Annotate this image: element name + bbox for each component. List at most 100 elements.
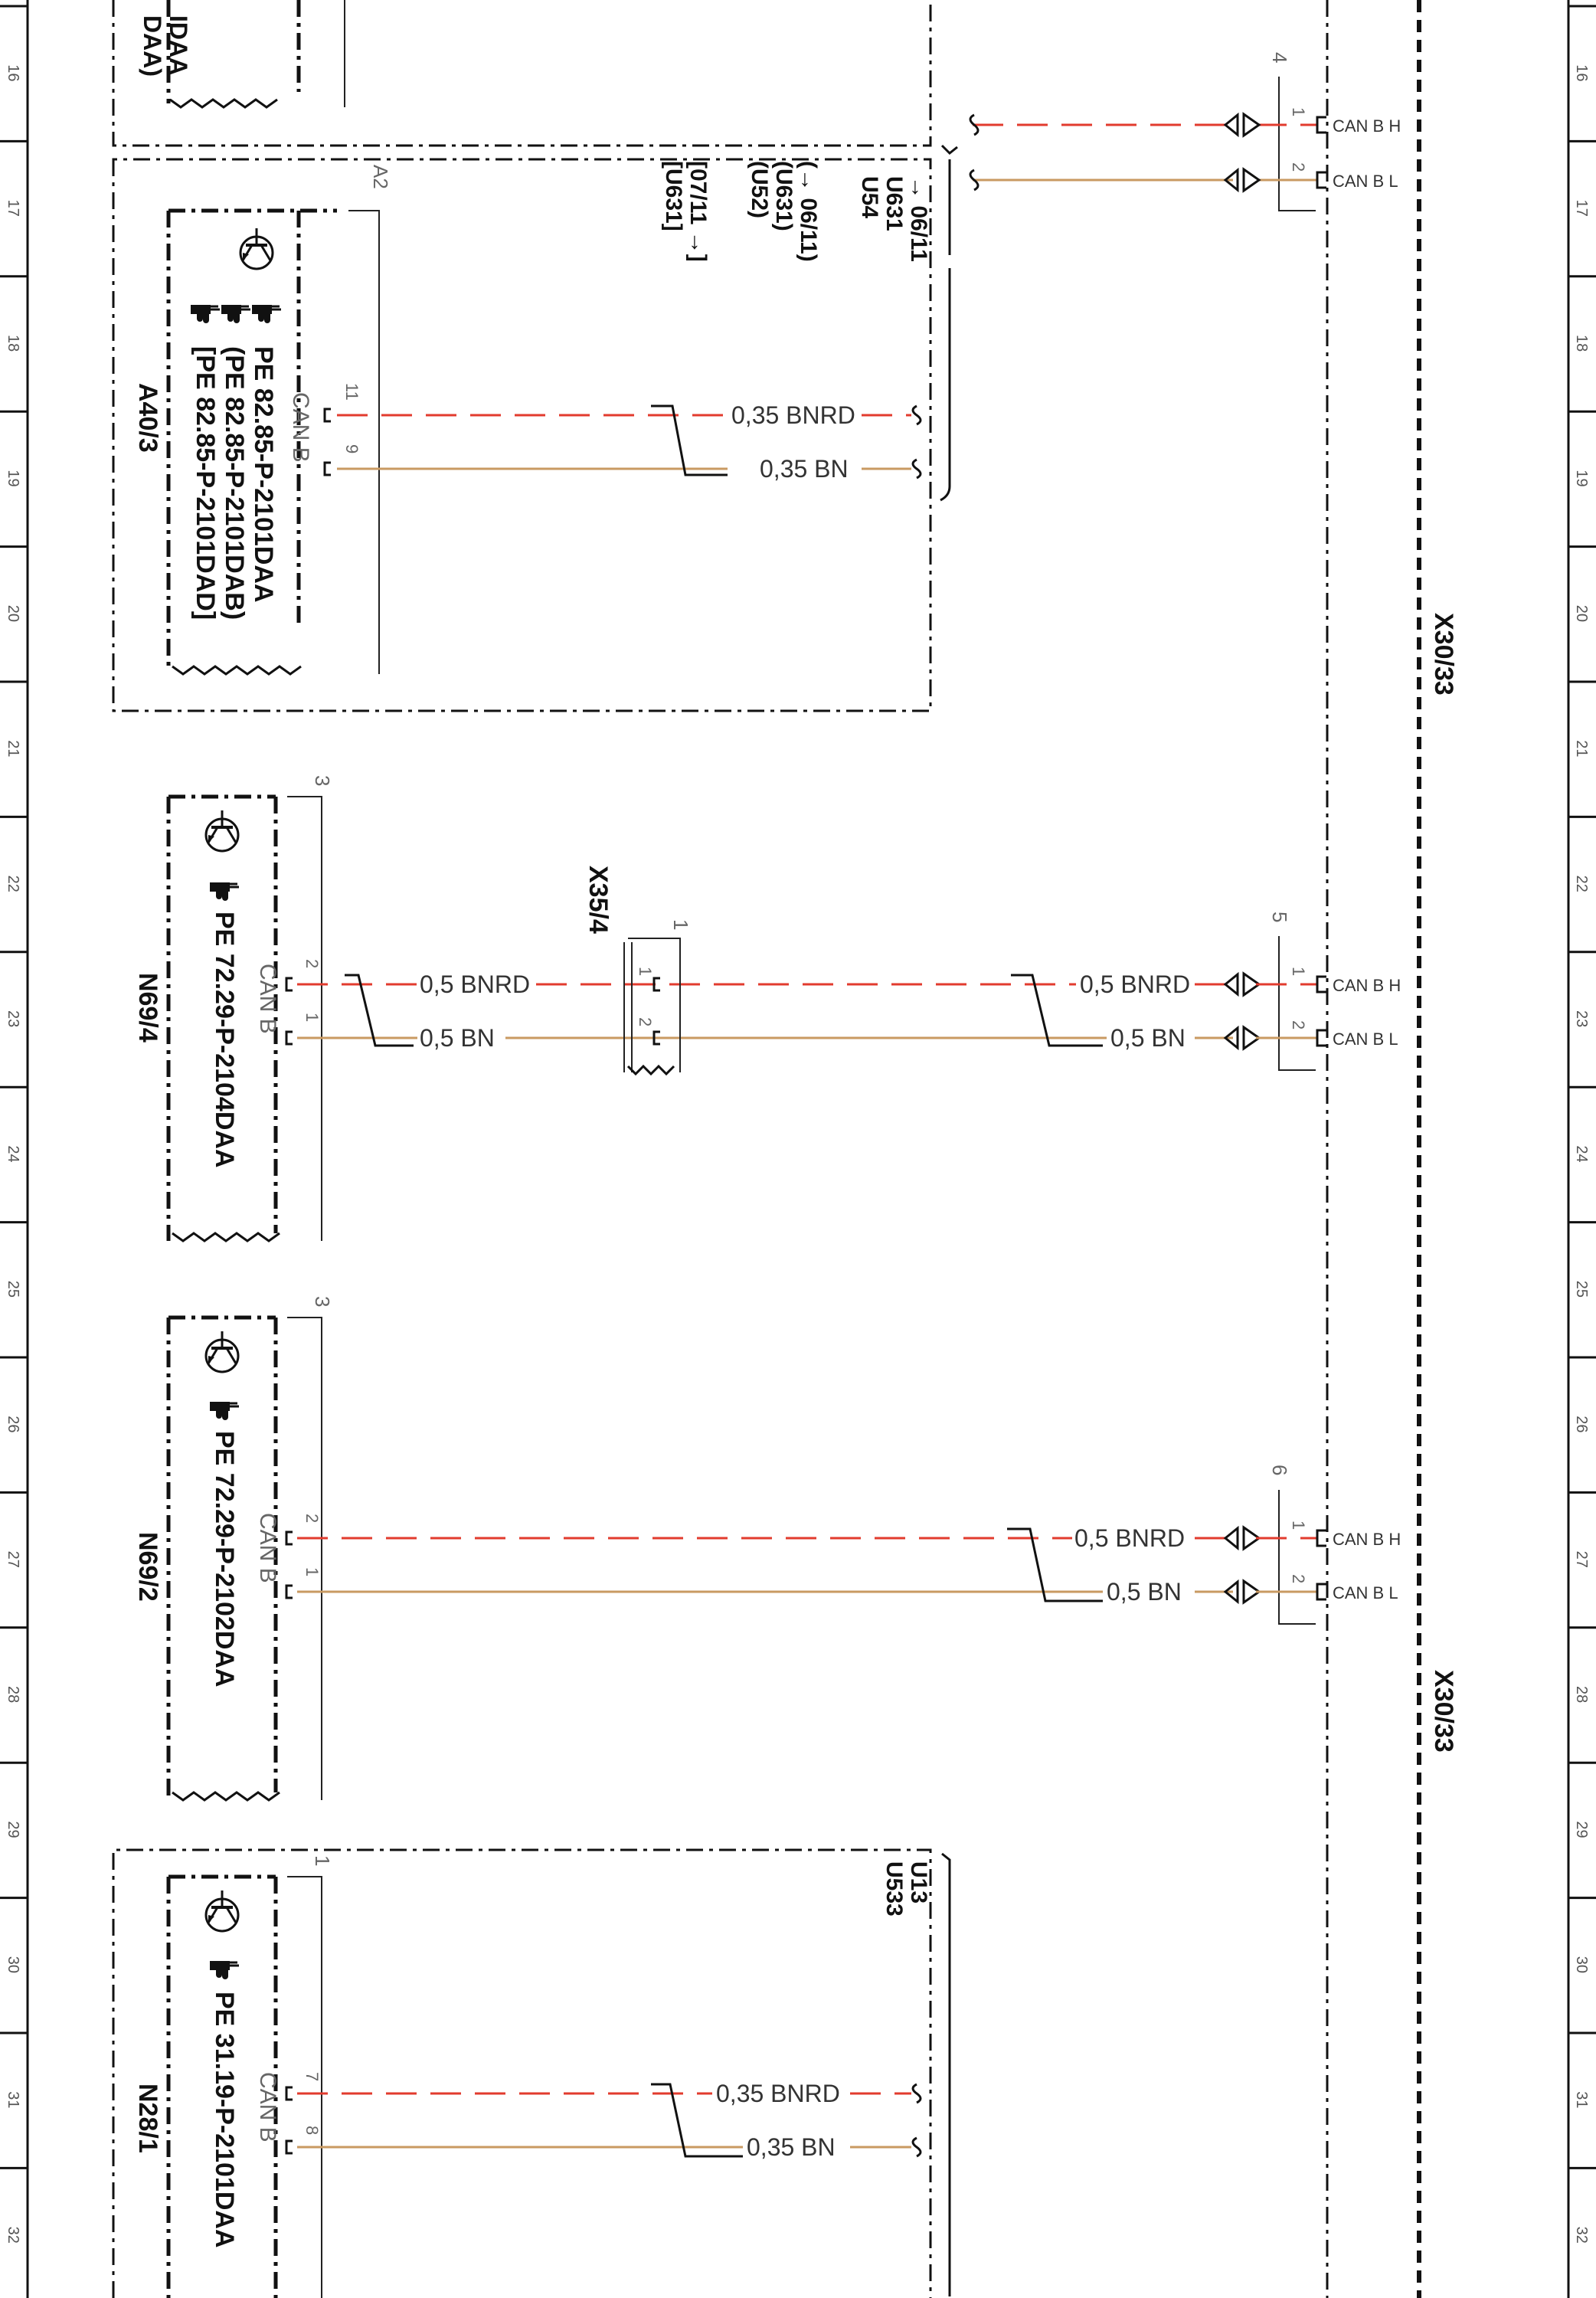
bus-label: CAN B <box>255 2072 280 2143</box>
pin-number: 1 <box>1289 1521 1308 1530</box>
wire-label: 0,5 BNRD <box>420 971 530 998</box>
transistor-icon <box>239 227 274 270</box>
ruler-label: 18 <box>5 335 21 352</box>
n28-outer-box <box>112 1848 932 2298</box>
ruler-label: 32 <box>5 2227 21 2244</box>
pin-label: CAN B L <box>1333 1030 1398 1049</box>
top-partial-component: IDAA DAA) <box>112 0 932 147</box>
a40-ref-2: (PE 82.85-P-2101DAB) <box>220 346 249 620</box>
ruler-label: 25 <box>5 1281 21 1298</box>
ruler-label: 19 <box>1573 470 1590 486</box>
hand-pointer-icon <box>220 303 252 325</box>
wire-label: 0,35 BNRD <box>716 2080 840 2107</box>
group-number: 6 <box>1268 1465 1291 1475</box>
module-tag: 3 <box>311 775 334 786</box>
wire-label: 0,5 BN <box>1110 1024 1186 1052</box>
xref-label: → 06/11 <box>906 176 931 262</box>
ruler-label: 16 <box>1573 64 1590 81</box>
connector-group-4: 4 1 2 CAN B H CAN B L <box>969 52 1401 211</box>
ruler-label: 24 <box>5 1145 21 1162</box>
pin-number: 1 <box>303 1013 322 1022</box>
ruler-label: 28 <box>1573 1686 1590 1703</box>
pin-number: 8 <box>303 2126 322 2135</box>
ruler-label: 17 <box>5 200 21 217</box>
ruler-label: 26 <box>5 1416 21 1432</box>
pin-number: 2 <box>303 1514 322 1523</box>
top-partial-line2: DAA) <box>139 15 166 77</box>
group-number: 4 <box>1268 52 1291 63</box>
pin-number: 2 <box>636 1017 655 1026</box>
ruler-label: 20 <box>5 605 21 622</box>
connector-arrow-icon <box>1224 972 1261 997</box>
ruler-label: 31 <box>5 2091 21 2108</box>
module-tag: 1 <box>311 1855 334 1866</box>
component-name: N28/1 <box>133 2084 162 2153</box>
ruler-label: 30 <box>5 1956 21 1973</box>
connector-arrow-icon <box>1224 113 1261 137</box>
pin-number: 1 <box>1289 967 1308 976</box>
splice-tag: 1 <box>669 919 692 930</box>
ruler-label: 21 <box>1573 740 1590 757</box>
xref-label: U13 <box>906 1861 931 1904</box>
group-number: 5 <box>1268 912 1291 922</box>
n69-4-module: 3 PE 72.29-P-2104DAA N69/4 CAN B 2 1 0,5… <box>133 775 1233 1242</box>
a40-outer-box <box>112 158 932 712</box>
pin-label: CAN B H <box>1333 116 1401 136</box>
ruler-label: 27 <box>5 1551 21 1568</box>
wire-label: 0,5 BNRD <box>1074 1524 1185 1552</box>
xref-label: U54 <box>857 176 882 218</box>
ruler-label: 28 <box>5 1686 21 1703</box>
ruler-label: 25 <box>1573 1281 1590 1298</box>
pin-number: 2 <box>1289 1574 1308 1583</box>
splice-x35-4: X35/4 1 1 2 <box>584 866 692 1076</box>
hand-pointer-icon <box>208 1400 240 1422</box>
xref-label: U631 <box>881 176 907 231</box>
pin-number: 1 <box>1289 107 1308 116</box>
ruler-label: 30 <box>1573 1956 1590 1973</box>
xref-label: (U631) <box>771 161 796 231</box>
xref-label: (U52) <box>747 161 772 218</box>
a40-ref-1: PE 82.85-P-2101DAA <box>249 346 278 603</box>
bus-label: CAN B <box>288 392 313 463</box>
pin-number: 2 <box>1289 1020 1308 1030</box>
ruler-label: 29 <box>1573 1821 1590 1838</box>
xref-label: U533 <box>881 1861 907 1917</box>
transistor-icon <box>204 1889 240 1933</box>
ruler-label: 17 <box>1573 200 1590 217</box>
ruler-label: 23 <box>5 1010 21 1027</box>
ruler-label: 16 <box>5 64 21 81</box>
ruler-label: 32 <box>1573 2227 1590 2244</box>
pin-number: 1 <box>636 967 655 976</box>
ruler-ticks <box>0 5 1596 2169</box>
wire-label: 0,35 BN <box>760 455 849 483</box>
bus-label: CAN B <box>255 964 280 1034</box>
ruler-label: 18 <box>1573 335 1590 352</box>
top-partial-line1: IDAA <box>165 15 192 75</box>
ruler-label: 21 <box>5 740 21 757</box>
module-tag: 3 <box>311 1296 334 1307</box>
xref-label: [U631] <box>661 161 686 231</box>
pin-label: CAN B H <box>1333 976 1401 995</box>
n69-2-module: 3 PE 72.29-P-2102DAA N69/2 CAN B 2 1 0,5… <box>133 1296 1233 1802</box>
xref-label: [07/11 →] <box>685 161 711 262</box>
wire-label: 0,35 BNRD <box>731 401 855 429</box>
a40-3-module: A2 PE 82.85-P-2101DAA (PE 82.85-P-2101DA… <box>112 144 958 712</box>
component-name: N69/4 <box>133 973 162 1043</box>
pin-number: 7 <box>303 2072 322 2081</box>
connector-name: X30/33 <box>1429 613 1458 696</box>
n28-1-module: 1 PE 31.19-P-2101DAA N28/1 CAN B 7 8 0,3… <box>112 1848 951 2298</box>
transistor-icon <box>204 809 240 853</box>
bus-label: CAN B <box>255 1513 280 1583</box>
ruler-label: 31 <box>1573 2091 1590 2108</box>
module-ref: PE 72.29-P-2102DAA <box>210 1431 239 1687</box>
pin-number: 2 <box>1289 162 1308 172</box>
pin-label: CAN B H <box>1333 1530 1401 1549</box>
component-name: N69/2 <box>133 1532 162 1602</box>
hand-pointer-icon <box>208 881 240 902</box>
ruler-label: 27 <box>1573 1551 1590 1568</box>
a40-box-tag: A2 <box>369 165 392 189</box>
pin-label: CAN B L <box>1333 172 1398 191</box>
pin-number: 9 <box>342 444 361 453</box>
